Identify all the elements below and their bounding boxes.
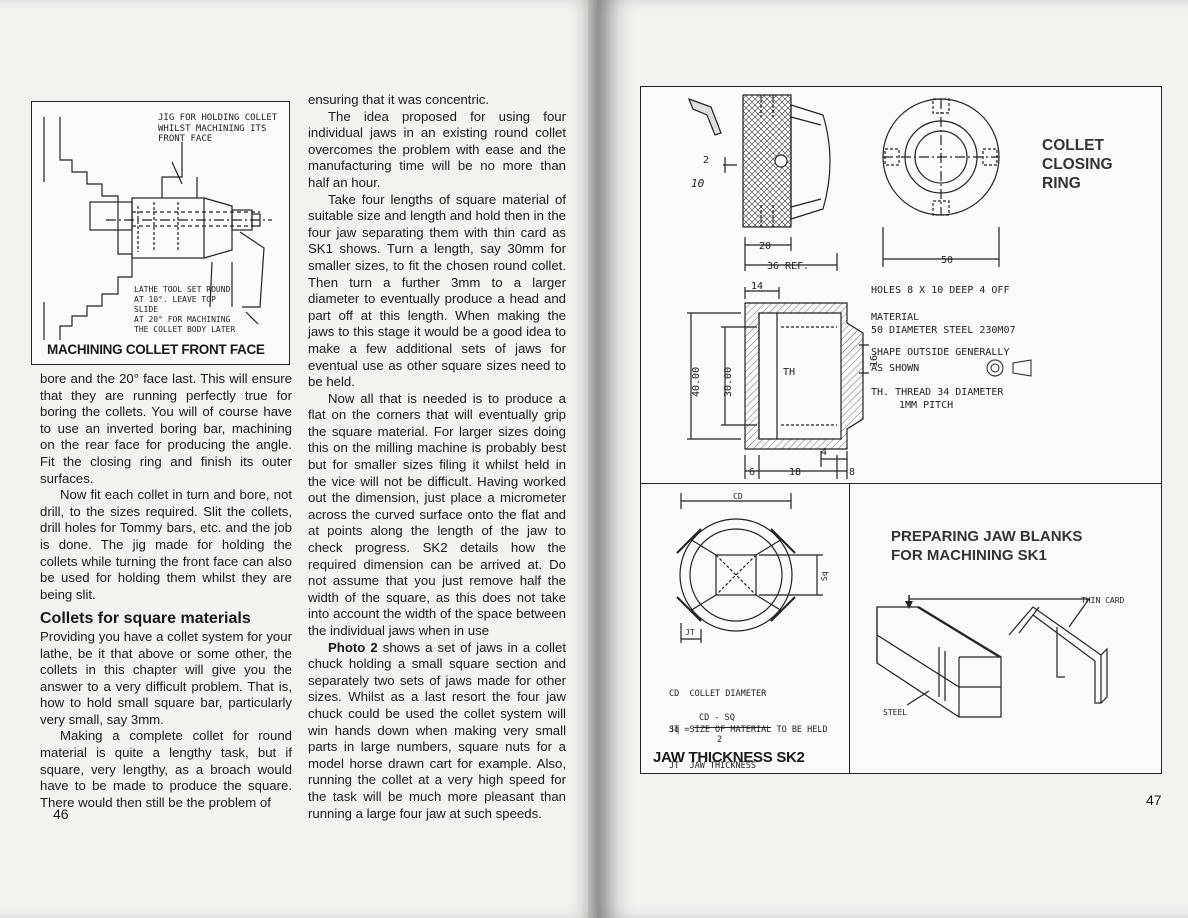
dim-8: 8 — [849, 467, 855, 478]
dim-18: 18 — [789, 467, 801, 478]
page-number: 47 — [1146, 792, 1162, 808]
left-column: bore and the 20° face last. This will en… — [40, 371, 292, 811]
dim-20: 20 — [759, 241, 771, 252]
sk2-formula: JT = CD - SQ 2 — [669, 713, 789, 747]
paragraph: bore and the 20° face last. This will en… — [40, 371, 292, 486]
dim-36-ref: 36 REF. — [767, 261, 809, 272]
paragraph: Take four lengths of square material of … — [308, 191, 566, 390]
thread-label: TH — [783, 367, 795, 378]
steel-label: STEEL — [883, 708, 907, 717]
dim-sq: Sq — [820, 571, 829, 581]
sheet-divider-v — [849, 483, 850, 773]
dim-4: 4 — [821, 447, 827, 458]
jaw-blanks-drawing: THIN CARD STEEL — [876, 595, 1125, 718]
dim-6: 6 — [749, 467, 755, 478]
photo-reference: Photo 2 — [328, 639, 378, 655]
dim-10: 10 — [691, 177, 705, 190]
right-page: 2 10 20 36 REF. 50 14 TH 4 6 18 8 40.00 … — [598, 0, 1188, 918]
sk2-caption: JAW THICKNESS SK2 — [653, 749, 805, 766]
lathe-tool-note: LATHE TOOL SET ROUND AT 10°. LEAVE TOP S… — [134, 285, 236, 334]
collet-ring-title: COLLET CLOSING RING — [1042, 137, 1113, 192]
machining-collet-figure: JIG FOR HOLDING COLLET WHILST MACHINING … — [31, 101, 290, 365]
jig-note: JIG FOR HOLDING COLLET WHILST MACHINING … — [158, 113, 278, 144]
right-column: ensuring that it was concentric. The ide… — [308, 92, 566, 822]
fraction-bar — [693, 727, 771, 728]
sk1-title: PREPARING JAW BLANKS FOR MACHINING SK1 — [891, 528, 1083, 564]
paragraph: ensuring that it was concentric. — [308, 92, 490, 107]
section-heading: Collets for square materials — [40, 610, 251, 628]
dim-2: 2 — [703, 155, 709, 166]
paragraph: The idea proposed for using four individ… — [308, 108, 566, 190]
paragraph: Photo 2 shows a set of jaws in a collet … — [308, 639, 566, 821]
ring-shape-icon — [986, 359, 1032, 377]
lathe-jig-drawing — [43, 117, 272, 340]
dim-50: 50 — [941, 255, 953, 266]
jaw-thickness-drawing: CD JT Sq — [676, 492, 829, 643]
left-page: JIG FOR HOLDING COLLET WHILST MACHINING … — [0, 0, 598, 918]
collet-ring-notes: HOLES 8 X 10 DEEP 4 OFF MATERIAL 50 DIAM… — [871, 284, 1071, 412]
figure-caption: MACHINING COLLET FRONT FACE — [47, 342, 265, 357]
paragraph: Now all that is needed is to produce a f… — [308, 390, 566, 638]
dim-16: 16 — [869, 355, 880, 367]
dim-30: 30.00 — [723, 367, 734, 397]
paragraph: Making a complete collet for round mater… — [40, 728, 292, 810]
dim-40: 40.00 — [691, 367, 702, 397]
sheet-divider-h — [641, 483, 1161, 484]
paragraph: Providing you have a collet system for y… — [40, 628, 292, 727]
dim-cd: CD — [733, 492, 743, 501]
dim-jt: JT — [685, 628, 695, 637]
paragraph: Now fit each collet in turn and bore, no… — [40, 487, 292, 602]
page-number: 46 — [53, 806, 69, 822]
sk2-legend: CD COLLET DIAMETER Sq SIZE OF MATERIAL T… — [669, 689, 828, 771]
collet-ring-drawing: 2 10 20 36 REF. 50 14 TH 4 6 18 8 40.00 … — [687, 94, 1000, 479]
drawing-sheet: 2 10 20 36 REF. 50 14 TH 4 6 18 8 40.00 … — [640, 86, 1162, 774]
thin-card-label: THIN CARD — [1081, 596, 1125, 605]
dim-14: 14 — [751, 281, 763, 292]
